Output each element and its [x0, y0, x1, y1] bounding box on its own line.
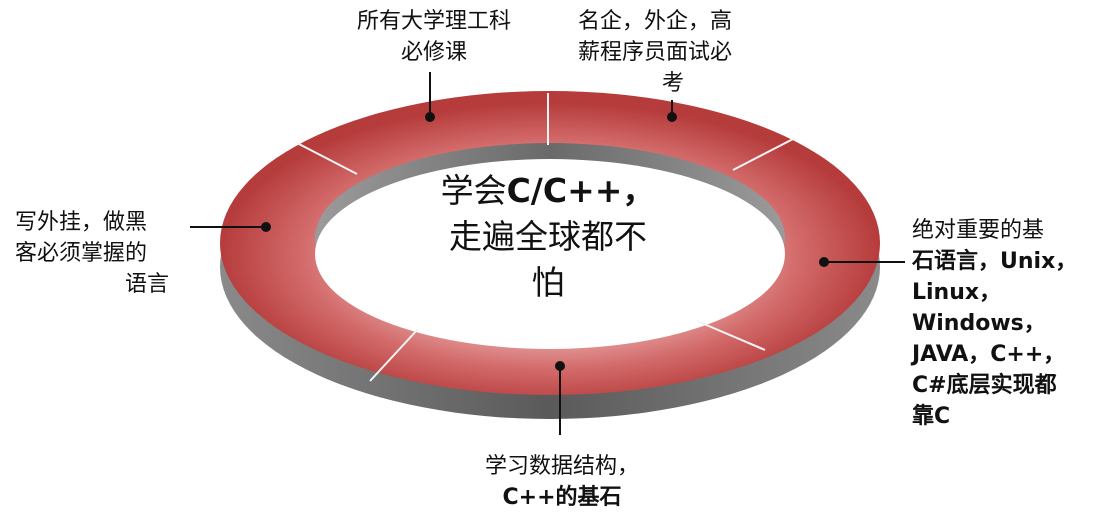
- connector-dot: [425, 112, 435, 122]
- connector-left: [190, 222, 271, 232]
- label-top-left: 所有大学理工科 必修课: [356, 9, 511, 65]
- center-title: 学会C/C++， 走遍全球都不 怕: [398, 168, 698, 306]
- connector-top-right: [667, 100, 677, 122]
- label-bottom: 学习数据结构， C++的基石: [484, 454, 639, 510]
- ring-dividers: [296, 93, 796, 382]
- connector-dot: [261, 222, 271, 232]
- label-right: 绝对重要的基 石语言，Unix， Linux， Windows， JAVA，C+…: [912, 218, 1078, 429]
- connector-bottom: [555, 361, 565, 435]
- connector-dot: [555, 361, 565, 371]
- ring-inner-wall: [315, 143, 785, 349]
- connector-dot: [819, 257, 829, 267]
- center-title-line-3: 怕: [531, 263, 565, 302]
- connector-right: [819, 257, 905, 267]
- center-title-line-1: 学会C/C++，: [440, 171, 656, 210]
- label-left: 写外挂，做黑 客必须掌握的 语言: [15, 210, 170, 297]
- connector-top-left: [425, 72, 435, 122]
- label-top-right: 名企，外企，高 薪程序员面试必 考: [578, 9, 733, 96]
- connector-dot: [667, 112, 677, 122]
- center-title-line-2: 走遍全球都不: [449, 217, 647, 256]
